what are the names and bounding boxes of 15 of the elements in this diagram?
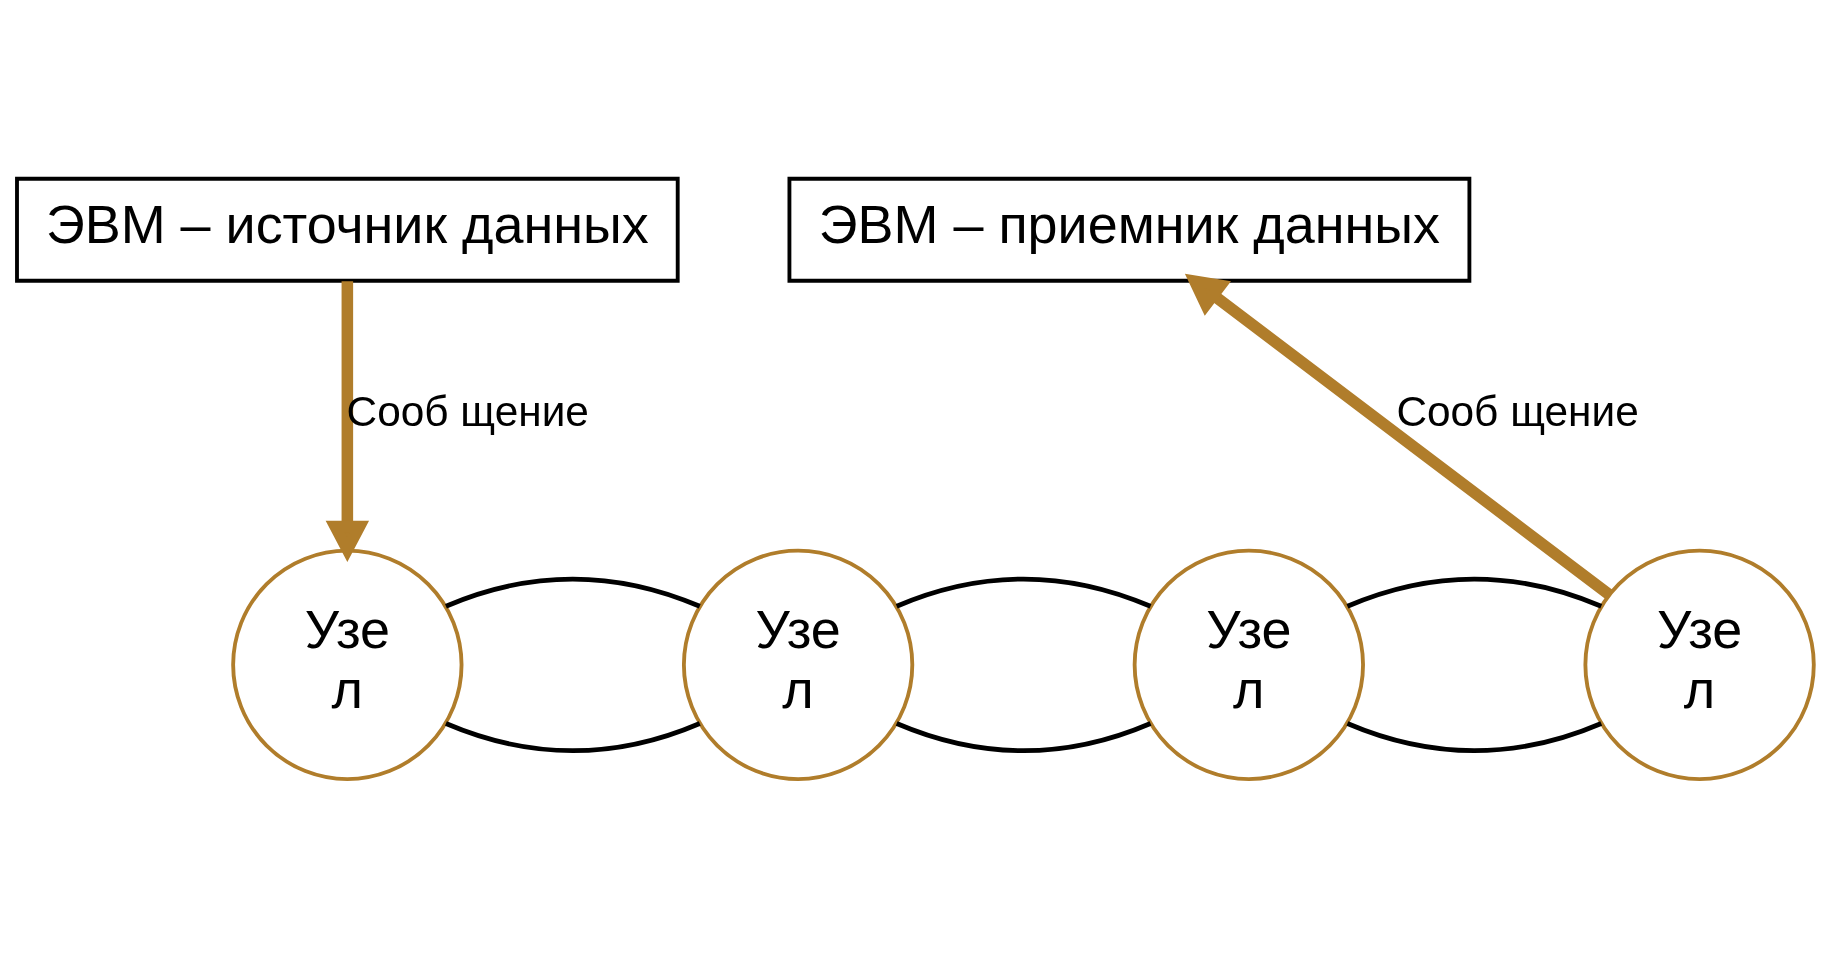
connector <box>895 720 1152 753</box>
arrow <box>1184 273 1613 599</box>
connector <box>1346 576 1603 609</box>
connector <box>1346 720 1603 753</box>
node-circle: Узе л <box>1132 548 1365 781</box>
node-circle: Узе л <box>1583 548 1816 781</box>
connector <box>445 576 701 609</box>
node-box: ЭВМ – приемник данных <box>787 176 1472 283</box>
connector <box>895 576 1152 609</box>
edge-label: Сооб щение <box>1396 387 1639 435</box>
node-box: ЭВМ – источник данных <box>15 176 680 283</box>
arrow <box>325 280 370 562</box>
node-circle: Узе л <box>681 548 915 781</box>
node-circle: Узе л <box>231 548 464 781</box>
connector <box>445 720 701 753</box>
